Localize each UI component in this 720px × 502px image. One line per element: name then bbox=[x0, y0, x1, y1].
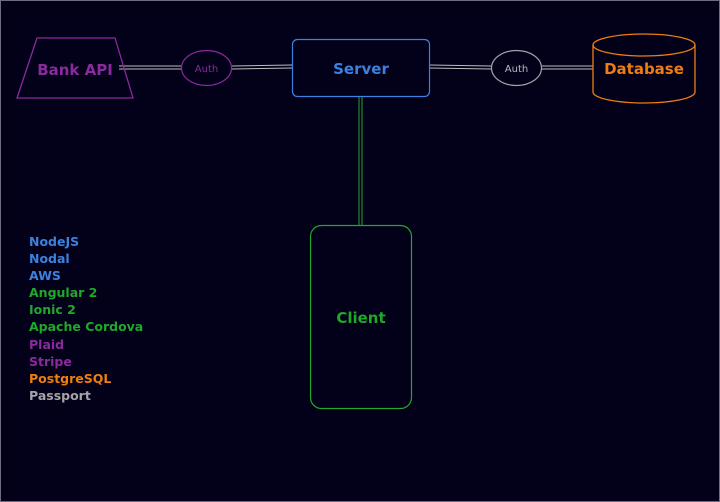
tech-stack-item: Apache Cordova bbox=[29, 319, 144, 335]
tech-stack-item: Stripe bbox=[29, 353, 72, 369]
connector-server-client bbox=[358, 96, 363, 225]
database-node[interactable]: Database bbox=[592, 33, 696, 104]
tech-stack-item: Nodal bbox=[29, 251, 70, 267]
bank-auth-node[interactable]: Auth bbox=[180, 49, 233, 87]
tech-stack-item: NodeJS bbox=[29, 234, 80, 249]
tech-stack-item: AWS bbox=[29, 268, 61, 284]
tech-stack-item: Angular 2 bbox=[29, 285, 98, 301]
database-label: Database bbox=[604, 60, 684, 78]
tech-stack-list: NodeJS Nodal AWS Angular 2 Ionic 2 Apach… bbox=[29, 233, 143, 404]
bank-api-node[interactable]: Bank API bbox=[16, 37, 134, 99]
connector-auth-database bbox=[542, 65, 593, 70]
connector-bank-auth bbox=[119, 65, 181, 70]
client-node[interactable]: Client bbox=[309, 224, 413, 410]
tech-stack-item: Ionic 2 bbox=[29, 302, 76, 318]
db-auth-label: Auth bbox=[505, 64, 528, 75]
tech-stack-item: PostgreSQL bbox=[29, 370, 112, 386]
server-label: Server bbox=[333, 60, 389, 78]
bank-auth-label: Auth bbox=[195, 64, 218, 75]
tech-stack-item: Plaid bbox=[29, 336, 65, 352]
connector-server-auth bbox=[428, 64, 492, 70]
bank-api-label: Bank API bbox=[37, 61, 113, 79]
tech-stack-item: Passport bbox=[29, 387, 91, 403]
db-auth-node[interactable]: Auth bbox=[490, 49, 543, 87]
connector-auth-server bbox=[231, 64, 293, 70]
client-label: Client bbox=[336, 309, 385, 327]
server-node[interactable]: Server bbox=[291, 38, 431, 98]
